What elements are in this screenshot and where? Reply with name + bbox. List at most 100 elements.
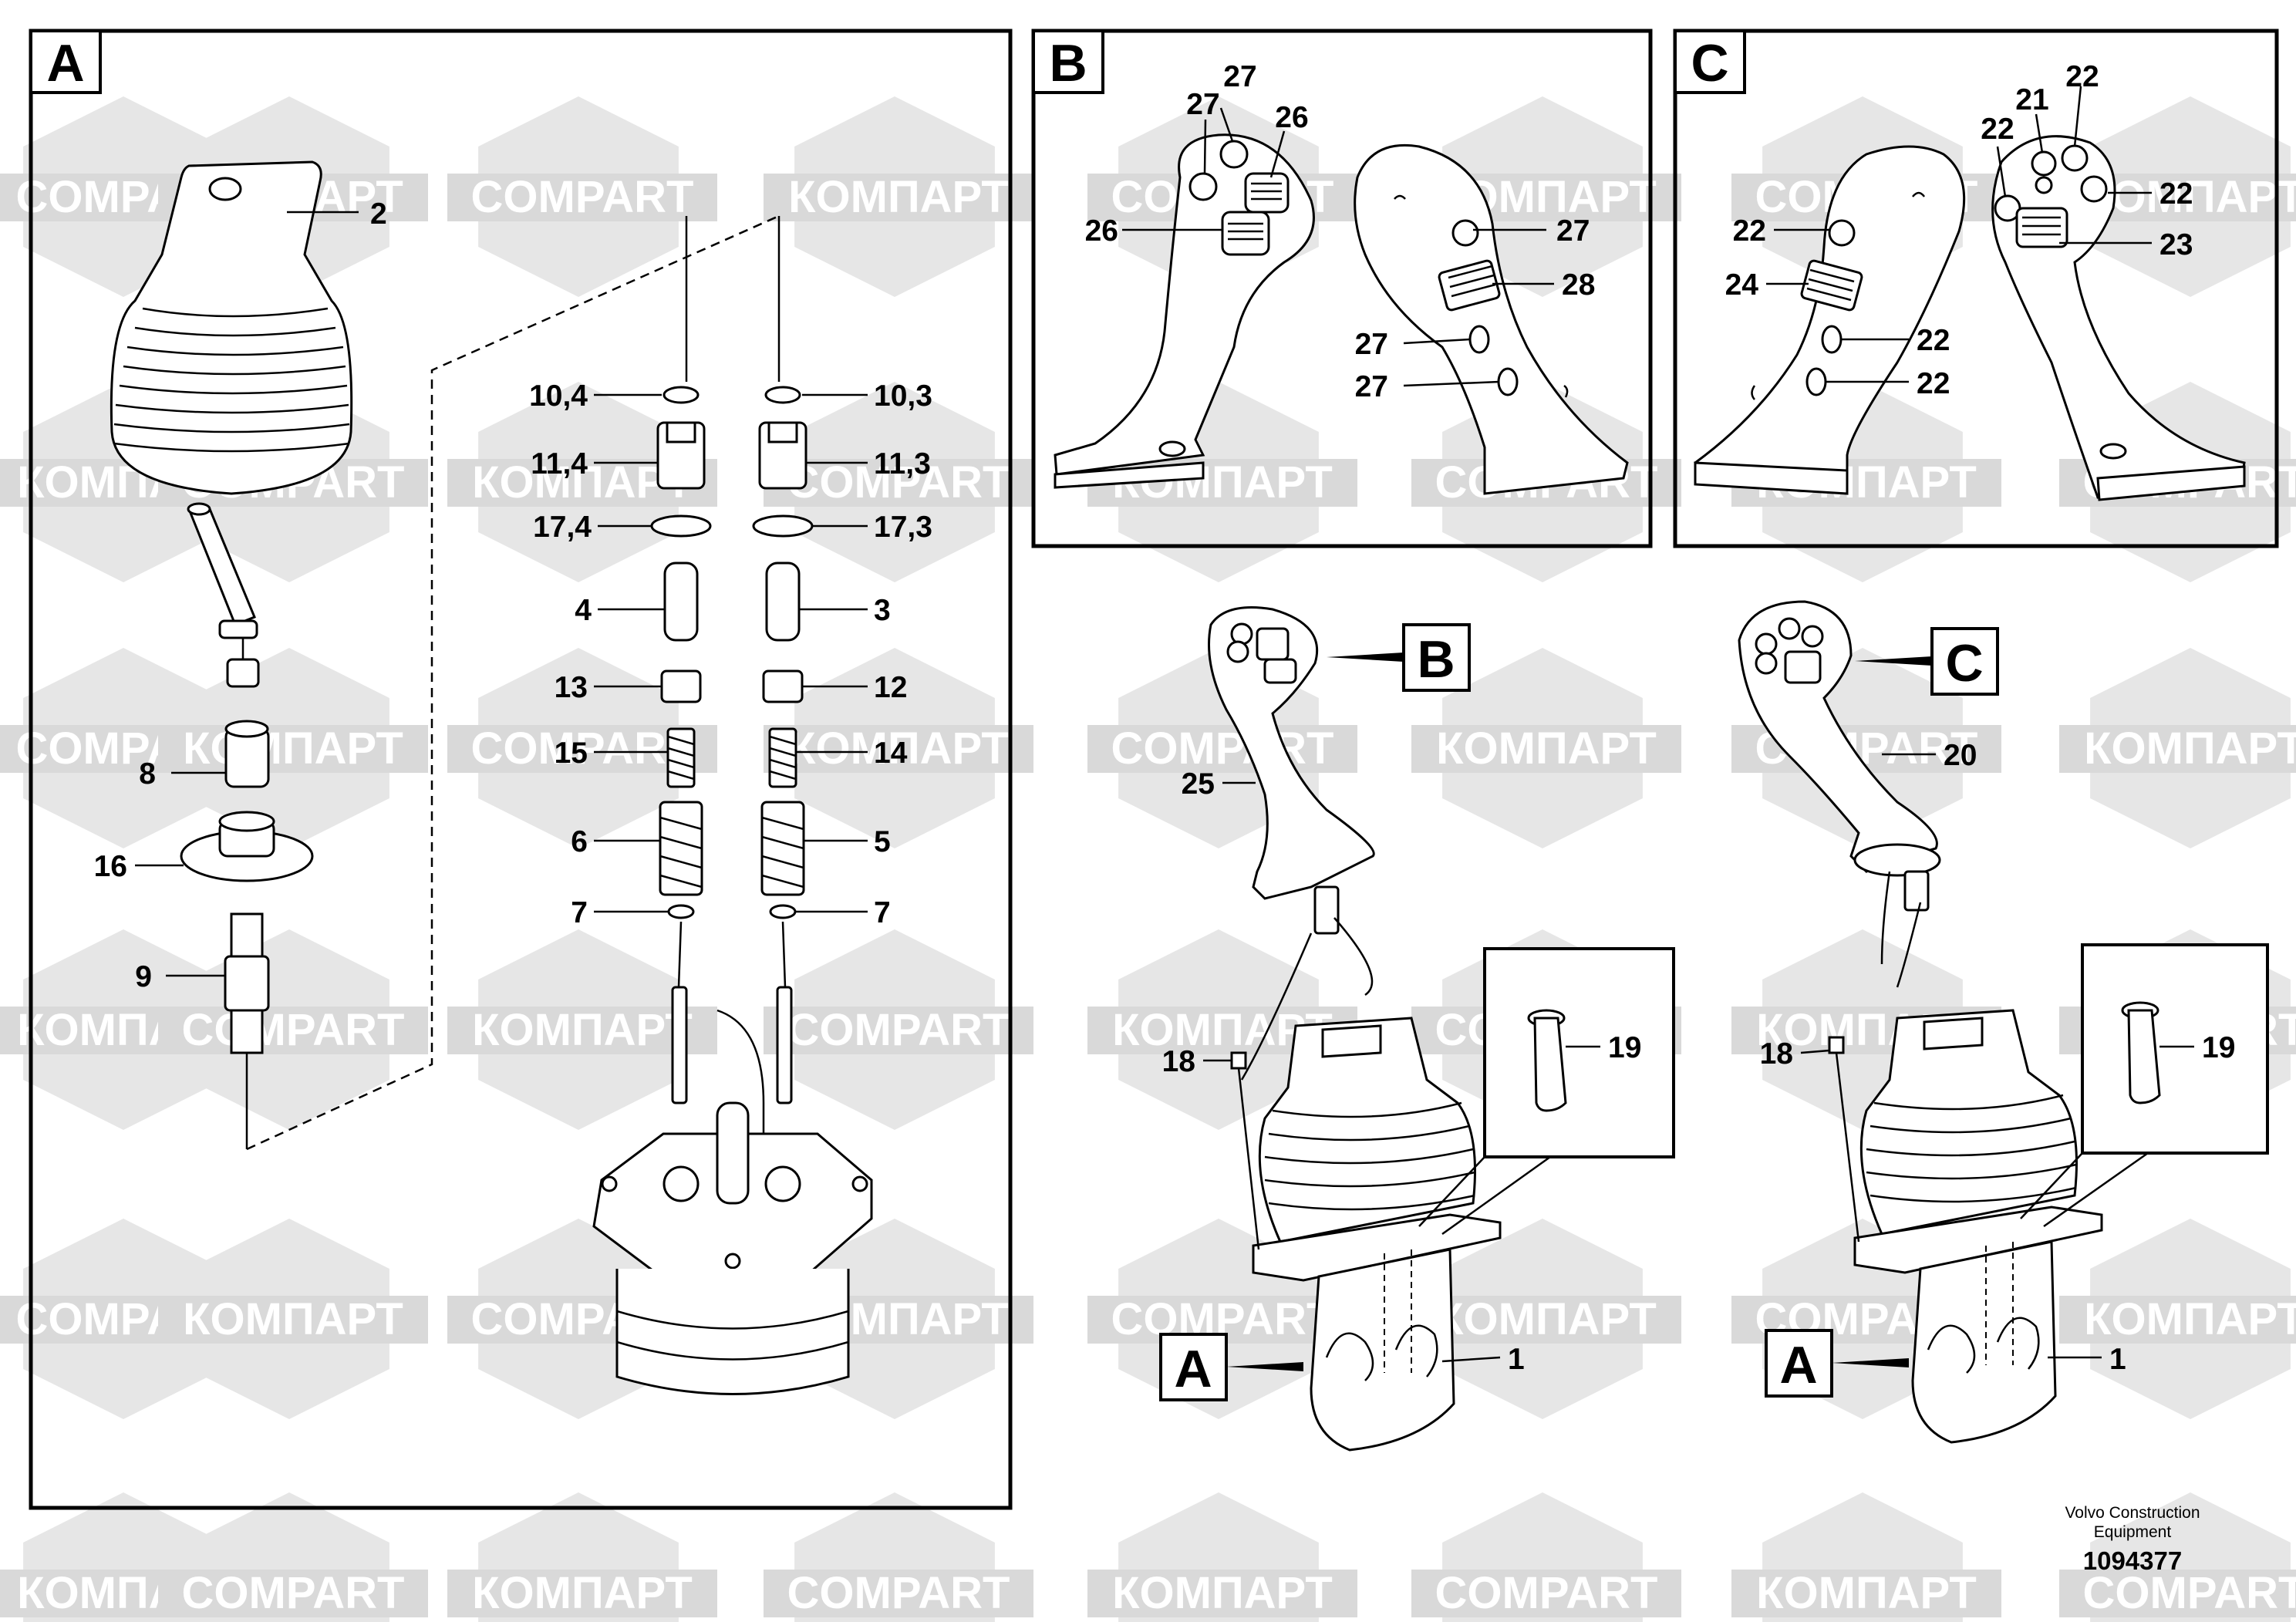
label-12: 12 [874,671,907,704]
label-b-27-right: 27 [1556,214,1590,248]
watermark-text: КОМПАРТ [788,172,1009,222]
panel-a-label: A [46,34,84,93]
watermark-band [158,1296,428,1344]
label-b-28: 28 [1562,268,1595,302]
panel-b-labels: 27 27 26 26 27 28 27 27 [1085,60,1596,403]
label-25: 25 [1182,767,1215,801]
label-b-27-lower1: 27 [1355,328,1388,361]
label-b-26-top: 26 [1275,101,1308,134]
watermark-text: КОМПАРТ [183,1294,403,1344]
label-11-3: 11,3 [874,447,931,481]
watermark-text: COMPART [182,1005,405,1055]
label-c-22-lower1: 22 [1917,324,1950,357]
label-14: 14 [874,737,908,770]
watermark-band [764,1570,1033,1617]
panel-b-frame: B [1031,29,1653,548]
label-13: 13 [555,671,588,704]
panel-c-frame: C [1673,29,2279,548]
label-16: 16 [94,850,127,883]
panel-a-labels: 2 10,4 10,3 11,4 11,3 17,4 17,3 4 3 13 1… [94,197,932,993]
panel-b-drawings [1054,107,1629,495]
callout-a-left: A [1174,1340,1212,1398]
label-9: 9 [135,960,152,993]
panel-a-drawings [110,160,873,1395]
watermark-text: COMPART [2083,1568,2296,1618]
assembly-left [1203,606,1675,1452]
watermark-band [158,1007,428,1054]
watermark-band [1411,1296,1681,1344]
watermark-band [447,1570,717,1617]
footer-drawing-number: 1094377 [2083,1546,2182,1575]
footer: Volvo Construction Equipment 1094377 [2065,1504,2200,1575]
callout-c: C [1945,634,1983,693]
watermark-band [158,1570,428,1617]
watermark-layer: COMPART КОМПАРТ COMPART КОМПАРТ COMPART КОМПА… [0,96,2296,1622]
label-2: 2 [370,197,387,231]
label-18-right: 18 [1760,1037,1793,1071]
label-4: 4 [575,594,592,627]
label-c-23: 23 [2159,228,2193,261]
label-c-22-right: 22 [2159,177,2193,211]
watermark-band [2059,1570,2296,1617]
callout-b: B [1417,630,1455,689]
watermark-band [764,1007,1033,1054]
watermark-text: КОМПАРТ [2084,723,2296,774]
label-18-left: 18 [1162,1045,1195,1078]
watermark-text: КОМПАРТ [1756,1568,1977,1618]
watermark-text: КОМПАРТ [472,457,693,508]
panel-c-drawings [1694,86,2246,501]
label-11-4: 11,4 [531,447,588,481]
label-20: 20 [1944,739,1977,772]
watermark-text: КОМПАРТ [788,723,1009,774]
watermark-text: COMPART [1111,723,1334,774]
watermark-band [158,725,428,773]
callout-a-right: A [1779,1336,1817,1394]
label-1-left: 1 [1508,1343,1525,1376]
footer-company-line1: Volvo Construction [2065,1504,2200,1522]
watermark-text: КОМПАРТ [1112,1568,1333,1618]
label-15: 15 [555,737,588,770]
label-19-left: 19 [1608,1031,1641,1064]
label-b-27-left: 27 [1186,88,1219,121]
watermark-band [1087,1570,1357,1617]
label-19-right: 19 [2202,1031,2235,1064]
watermark-text: COMPART [471,723,694,774]
watermark-text: COMPART [787,457,1010,508]
label-c-22-lower2: 22 [1917,367,1950,400]
label-b-27-top: 27 [1223,60,1256,93]
panel-b-label: B [1049,34,1087,93]
watermark-band [447,174,717,221]
label-c-21: 21 [2015,83,2048,116]
watermark-band [1411,725,1681,773]
watermark-band [764,725,1033,773]
watermark-text: КОМПАРТ [1436,723,1657,774]
label-5: 5 [874,825,891,858]
watermark-band [764,459,1033,507]
watermark-text: COMPART [182,1568,405,1618]
assembly-right [1738,600,2269,1444]
watermark-band [2059,1296,2296,1344]
watermark-text: КОМПАРТ [1436,1294,1657,1344]
watermark-band [1411,1570,1681,1617]
panel-c-label: C [1691,34,1728,93]
label-17-3: 17,3 [874,511,932,544]
watermark-text: КОМПАРТ [183,723,403,774]
label-8: 8 [139,757,156,791]
label-c-22-left: 22 [1981,113,2014,146]
watermark-text: КОМПАРТ [2084,172,2296,222]
label-10-3: 10,3 [874,379,932,413]
label-c-22-top: 22 [2065,60,2099,93]
label-7-right: 7 [874,896,891,929]
watermark-band [1087,725,1357,773]
label-10-4: 10,4 [529,379,588,413]
panel-c-labels: 22 21 22 22 23 22 24 22 22 [1725,60,2193,400]
lower-labels: 25 20 18 19 1 18 19 1 [1162,739,2236,1376]
label-b-26-left: 26 [1085,214,1118,248]
label-7-left: 7 [571,896,588,929]
label-6: 6 [571,825,588,858]
watermark-band [1731,1570,2001,1617]
watermark-text: КОМПАРТ [472,1568,693,1618]
footer-company-line2: Equipment [2094,1523,2172,1541]
watermark-band [764,174,1033,221]
